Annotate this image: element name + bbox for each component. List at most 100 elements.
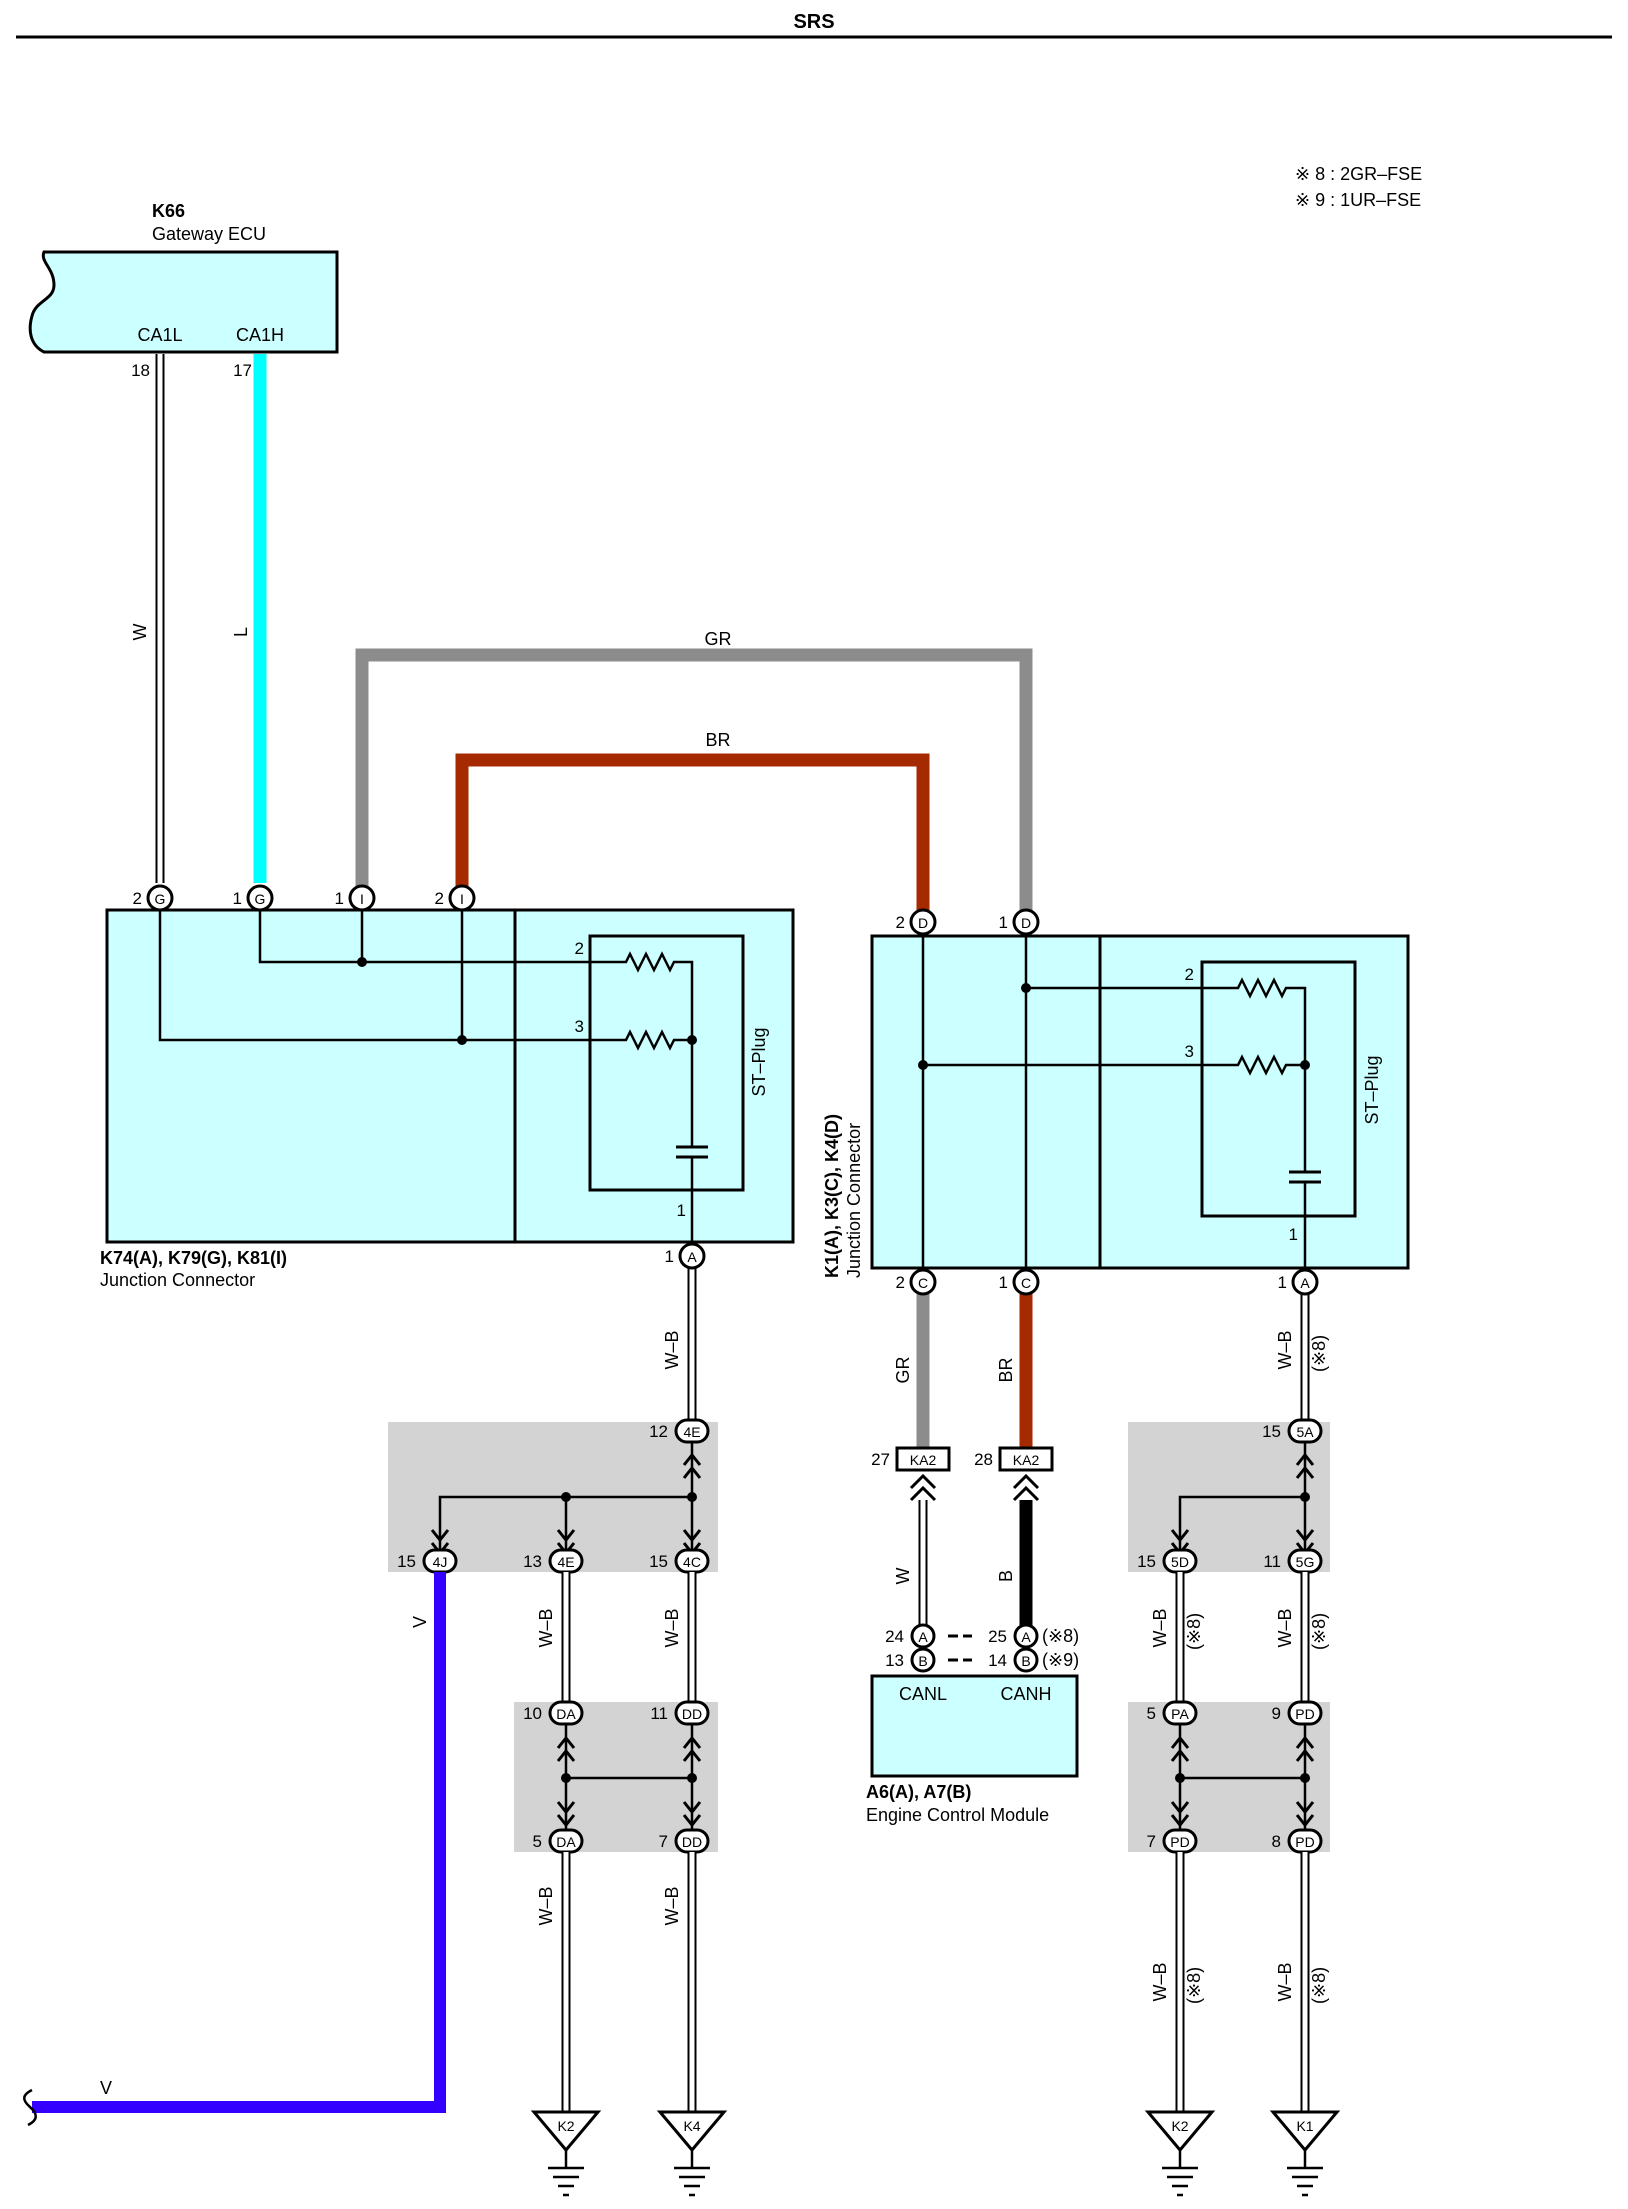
conn-4e-top-label: 4E [683, 1424, 700, 1440]
conn-pa-pin: 5 [1147, 1704, 1156, 1723]
note-1ur: ※ 9 : 1UR–FSE [1295, 190, 1421, 210]
conn-c-1 [1012, 1268, 1040, 1296]
ground-k4-label: K4 [683, 2118, 700, 2134]
splice-d-node-1 [561, 1773, 571, 1783]
wire-note-5g: (※8) [1309, 1613, 1329, 1650]
conn-dd-top-label: DD [682, 1706, 702, 1722]
splice-4-node-1 [561, 1492, 571, 1502]
conn-4e-bottom-label: 4E [557, 1554, 574, 1570]
right-resistor-3 [1232, 1054, 1305, 1076]
ground-k2-right-symbol [1162, 2150, 1198, 2197]
wire-label-wb-5g: W–B [1275, 1608, 1295, 1647]
ground-k4-symbol [674, 2150, 710, 2197]
conn-a-left [678, 1242, 706, 1270]
left-jc-line-g1 [258, 910, 620, 964]
conn-4j-pin: 15 [397, 1552, 416, 1571]
conn-4c-label: 4C [683, 1554, 701, 1570]
conn-a-right-label: A [1300, 1275, 1310, 1291]
splice-p-arrows-down [1170, 1801, 1315, 1828]
ground-k1-triangle [1269, 2110, 1341, 2153]
conn-i-1-label: I [360, 891, 364, 907]
right-resistor-2 [1232, 977, 1307, 1065]
conn-ka2-28-pin: 28 [974, 1450, 993, 1469]
left-plug-pin-2: 2 [575, 939, 584, 958]
right-st-plug-box [1200, 960, 1357, 1218]
splice-d-arrows-up [556, 1735, 702, 1762]
wire-label-w: W [130, 624, 150, 641]
right-plug-pin-3: 3 [1185, 1042, 1194, 1061]
conn-ecm-a-25-label: A [1021, 1629, 1031, 1645]
conn-5a-label: 5A [1296, 1424, 1314, 1440]
conn-4e-bottom-pin: 13 [523, 1552, 542, 1571]
conn-pa [1162, 1700, 1198, 1726]
conn-ecm-b-14-label: B [1021, 1653, 1030, 1669]
conn-ecm-b-13-label: B [918, 1653, 927, 1669]
wire-label-wb-right: W–B [1275, 1330, 1295, 1369]
conn-5g-label: 5G [1296, 1554, 1315, 1570]
right-jc-junction-1 [1021, 983, 1031, 993]
wire-note-pd-left: (※8) [1184, 1967, 1204, 2004]
left-plug-pin-3: 3 [575, 1017, 584, 1036]
conn-g-2 [146, 884, 174, 912]
left-st-plug-label: ST–Plug [749, 1027, 769, 1096]
conn-dd-top-pin: 11 [650, 1704, 668, 1723]
conn-c-2-label: C [918, 1275, 928, 1291]
conn-a-right [1291, 1268, 1319, 1296]
note-2gr: ※ 8 : 2GR–FSE [1295, 164, 1422, 184]
conn-ka2-27-pin: 27 [871, 1450, 890, 1469]
conn-dd-top [674, 1700, 710, 1726]
conn-4e-top [674, 1418, 710, 1444]
wire-label-l: L [231, 627, 251, 637]
ecm-pin-canl: CANL [899, 1684, 947, 1704]
gateway-num-18: 18 [131, 361, 150, 380]
left-resistor-2 [620, 951, 694, 1040]
conn-da-bottom-label: DA [556, 1834, 576, 1850]
right-plug-pin-2: 2 [1185, 965, 1194, 984]
conn-g-1-label: G [255, 891, 266, 907]
gateway-name: Gateway ECU [152, 224, 266, 244]
conn-d-2-pin: 2 [896, 913, 905, 932]
left-resistor-3 [620, 1029, 692, 1051]
wire-note-5d: (※8) [1184, 1613, 1204, 1650]
conn-dd-bottom-pin: 7 [659, 1832, 668, 1851]
splice-5-arrow-top [1295, 1452, 1315, 1479]
left-plug-pin-1: 1 [677, 1201, 686, 1220]
splice-d-arrows-down [556, 1801, 702, 1828]
page-title: SRS [793, 11, 834, 33]
gateway-pin-ca1h: CA1H [236, 325, 284, 345]
gateway-code: K66 [152, 201, 185, 221]
conn-a-left-pin: 1 [665, 1247, 674, 1266]
splice-p-arrows-up [1170, 1735, 1315, 1762]
left-jc-name: Junction Connector [100, 1270, 255, 1290]
conn-c-1-label: C [1021, 1275, 1031, 1291]
wire-label-br-bottom: BR [996, 1357, 1016, 1382]
conn-d-1-label: D [1021, 915, 1031, 931]
left-st-plug-box [588, 934, 745, 1192]
conn-c-2-pin: 2 [896, 1273, 905, 1292]
conn-da-bottom-pin: 5 [533, 1832, 542, 1851]
ecm-box [870, 1674, 1079, 1778]
conn-4c-pin: 15 [649, 1552, 668, 1571]
right-st-plug-label: ST–Plug [1362, 1055, 1382, 1124]
ground-k1-label: K1 [1296, 2118, 1313, 2134]
wire-label-wb-5d: W–B [1150, 1608, 1170, 1647]
ground-k2-left-label: K2 [557, 2118, 574, 2134]
conn-pa-label: PA [1171, 1706, 1189, 1722]
wire-label-wb-4e: W–B [536, 1608, 556, 1647]
conn-pd-bottom-right-label: PD [1295, 1834, 1314, 1850]
wire-note-right: (※8) [1309, 1335, 1329, 1372]
ground-k2-left-symbol [548, 2150, 584, 2197]
splice-d-node-2 [687, 1773, 697, 1783]
conn-ecm-a-25-note: (※8) [1042, 1626, 1079, 1646]
conn-ecm-b-14-note: (※9) [1042, 1650, 1079, 1670]
wire-label-b-ecm: B [996, 1570, 1016, 1582]
ground-k2-right-label: K2 [1171, 2118, 1188, 2134]
conn-ka2-28 [998, 1446, 1054, 1472]
conn-ka2-28-label: KA2 [1013, 1452, 1040, 1468]
wire-label-wb-pd-left: W–B [1150, 1962, 1170, 2001]
wire-label-wb-4c: W–B [662, 1608, 682, 1647]
conn-ecm-b-14-pin: 14 [988, 1651, 1007, 1670]
right-jc-name: Junction Connector [844, 1123, 864, 1278]
ecm-dash-links [948, 1634, 972, 1662]
conn-pd-top-pin: 9 [1272, 1704, 1281, 1723]
